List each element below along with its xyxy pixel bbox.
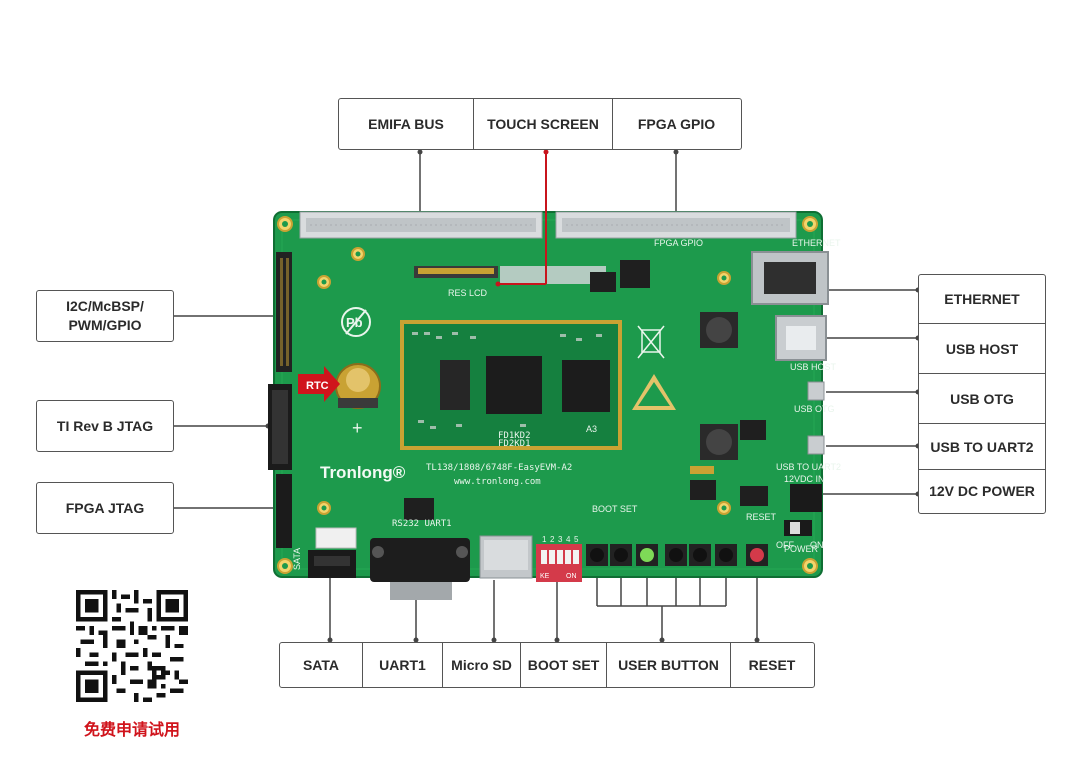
som-mark: A3 [586,424,597,434]
dip-key-silk: KE [540,573,550,580]
rtc-arrow: RTC [298,366,340,402]
white-header [315,527,357,549]
label-i2c-line1: I2C/McBSP/PWM/GPIO [66,298,144,333]
usb-uart-port [807,435,825,455]
reset-silk: RESET [746,512,777,522]
label-touch-screen: TOUCH SCREEN [473,99,612,149]
url-silk: www.tronlong.com [454,477,541,487]
ethernet-silk: ETHERNET [792,238,841,248]
svg-text:5: 5 [574,535,579,544]
svg-text:1: 1 [542,535,547,544]
qr-caption: 免费申请试用 [83,720,180,739]
svg-text:3: 3 [558,535,563,544]
qr-code[interactable] [76,590,188,702]
led-silk-2: FD2KD1 [498,439,531,449]
led-silk-1: FD1KD2 [498,431,531,441]
label-boot-set: BOOT SET [520,643,606,687]
label-reset: RESET [730,643,813,687]
usb-otg-silk: USB OTG [794,404,835,414]
brand-logo: Tronlong® [320,463,406,482]
on-silk: ON [810,540,824,550]
top-callouts: EMIFA BUS TOUCH SCREEN FPGA GPIO [338,98,742,150]
boot-set-silk: BOOT SET [592,504,638,514]
label-emifa-bus: EMIFA BUS [368,116,444,132]
leader-lines [174,150,918,642]
power-silk: POWER [784,544,819,554]
label-micro-sd: Micro SD [442,643,520,687]
db9-connector [370,538,470,600]
label-i2c-mcbsp-pwm-gpio: I2C/McBSP/PWM/GPIO [36,290,174,342]
dc-jack [790,484,822,512]
label-ethernet: ETHERNET [944,291,1020,307]
svg-text:2: 2 [550,535,555,544]
label-user-button: USER BUTTON [606,643,730,687]
sata-silk: SATA [292,548,302,570]
svg-text:+: + [352,418,363,438]
label-usb-otg: USB OTG [919,373,1045,423]
label-12v-dc-power: 12V DC POWER [919,469,1045,512]
touch-screen-line [498,152,547,285]
fpga-jtag-header [276,474,292,548]
model-silk: TL138/1808/6748F-EasyEVM-A2 [426,463,572,473]
ethernet-jack [751,251,829,305]
dc-in-silk: 12VDC IN [784,474,825,484]
user-buttons [586,544,768,566]
rtc-battery: + [335,363,381,438]
fpga-gpio-silk: FPGA GPIO [654,238,703,248]
small-chips [404,260,768,520]
usb-host-silk: USB HOST [790,362,837,372]
off-silk: OFF [776,540,794,550]
label-fpga-jtag: FPGA JTAG [36,482,174,534]
rs232-silk: RS232 UART1 [392,519,452,529]
microsd-slot [479,535,533,579]
rtc-tag: RTC [306,380,329,392]
weee-icon [637,325,665,359]
sata-connector [308,550,356,578]
right-callouts: ETHERNET USB HOST USB OTG USB TO UART2 1… [918,274,1046,514]
usb-uart-silk: USB TO UART2 [776,462,841,472]
label-uart1: UART1 [362,643,442,687]
svg-text:4: 4 [566,535,571,544]
pb-free-icon: Pb [341,307,371,337]
power-switch [784,520,812,536]
left-pin-header [276,252,292,372]
bottom-callouts: SATA UART1 Micro SD BOOT SET USER BUTTON… [279,642,815,688]
label-fpga-gpio: FPGA GPIO [612,99,740,149]
inductors [690,312,738,474]
label-usb-to-uart2: USB TO UART2 [919,423,1045,469]
dip-switch [536,544,582,582]
label-usb-host: USB HOST [919,323,1045,373]
dip-on-silk: ON [566,573,577,580]
res-lcd-silk: RES LCD [448,288,488,298]
usb-otg-port [807,381,825,401]
label-ti-rev-b-jtag: TI Rev B JTAG [36,400,174,452]
dip-numbers: 1 2 3 4 5 [542,535,579,544]
som-module: A3 FD1KD2 FD2KD1 [400,320,622,450]
usb-host-port [775,315,827,361]
label-sata: SATA [302,657,340,673]
esd-icon [632,374,676,410]
